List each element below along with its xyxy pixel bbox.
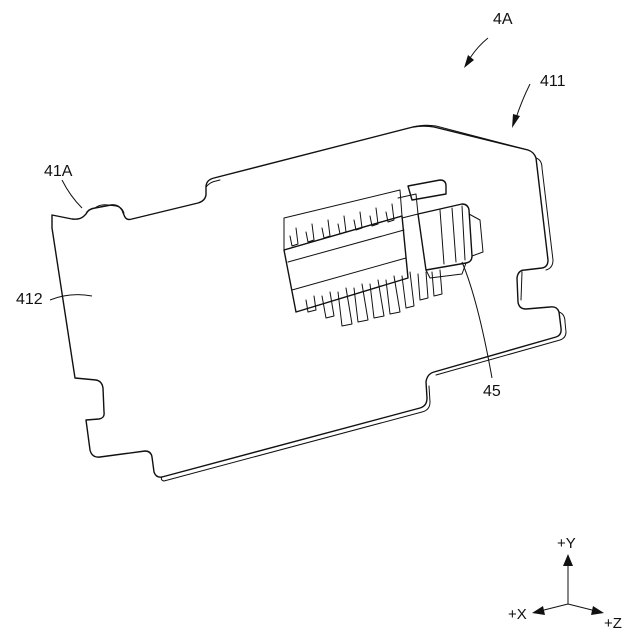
leader-411-arrow (512, 114, 520, 128)
axis-y-label: +Y (557, 535, 576, 552)
connector-inner-edge (288, 230, 406, 290)
axis-z-label: +Z (604, 615, 622, 632)
connector-body-top (284, 190, 402, 250)
label-412: 412 (16, 291, 43, 308)
leader-411 (516, 84, 530, 118)
connector-pins-lower (306, 270, 442, 326)
coordinate-axes: +Y +X +Z (508, 535, 622, 632)
plate-notch-detail (206, 180, 522, 300)
axis-x-label: +X (508, 606, 527, 623)
axis-x-arrow (532, 606, 545, 615)
leader-4A-arrow (464, 55, 474, 68)
connector-housing-face (440, 206, 465, 264)
connector-latch (408, 180, 446, 200)
connector-assembly (284, 180, 483, 326)
axis-z-arrow (591, 606, 604, 615)
leader-4A (470, 38, 488, 58)
connector-pins-upper (290, 204, 394, 246)
leader-412 (50, 295, 92, 300)
label-41A: 41A (44, 163, 73, 180)
axis-y-arrow (563, 554, 573, 566)
label-45: 45 (483, 383, 501, 400)
plate-thickness-left-tab (95, 205, 124, 213)
label-411: 411 (540, 73, 566, 90)
leader-41A (62, 180, 82, 208)
label-4A: 4A (493, 11, 513, 28)
